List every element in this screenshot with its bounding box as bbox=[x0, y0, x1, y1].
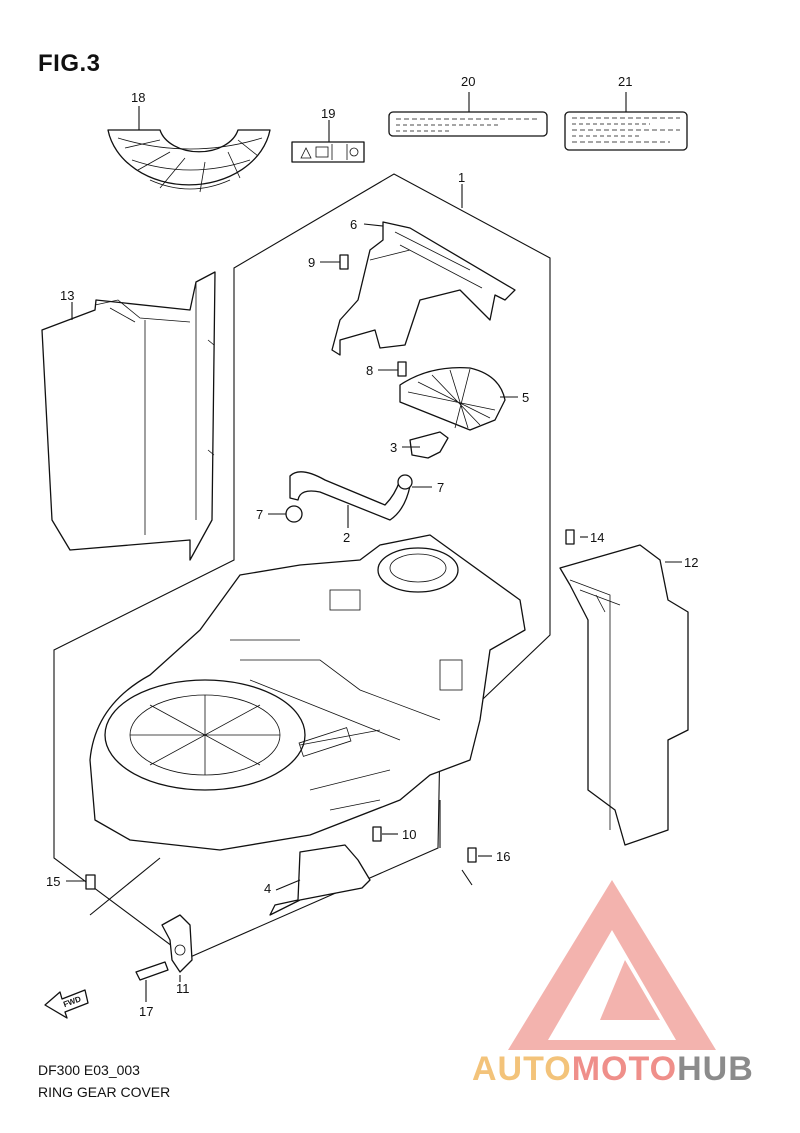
callout-20: 20 bbox=[461, 74, 475, 89]
part-20-label bbox=[388, 111, 548, 137]
callout-8: 8 bbox=[366, 363, 373, 378]
part-18-mat bbox=[107, 129, 271, 193]
callout-12: 12 bbox=[684, 555, 698, 570]
part-6-shroud bbox=[331, 221, 516, 356]
bolt-8 bbox=[397, 361, 407, 377]
callout-3: 3 bbox=[390, 440, 397, 455]
section-name: RING GEAR COVER bbox=[38, 1084, 171, 1100]
bolt-9 bbox=[339, 254, 349, 270]
callout-17: 17 bbox=[139, 1004, 153, 1019]
callout-7a: 7 bbox=[256, 507, 263, 522]
callout-18: 18 bbox=[131, 90, 145, 105]
part-2-hose bbox=[289, 471, 411, 521]
part-19-caution-label bbox=[291, 141, 365, 163]
bolt-15 bbox=[85, 874, 96, 890]
part-21-label bbox=[564, 111, 688, 151]
part-12-panel bbox=[559, 544, 689, 846]
callout-9: 9 bbox=[308, 255, 315, 270]
bolt-16 bbox=[467, 847, 477, 863]
bolts bbox=[85, 254, 575, 981]
callout-4: 4 bbox=[264, 881, 271, 896]
part-7-clamps bbox=[285, 474, 413, 523]
callout-numbers: 18 19 20 21 1 6 9 8 5 3 7 7 2 13 14 12 1… bbox=[46, 74, 698, 1019]
callout-6: 6 bbox=[350, 217, 357, 232]
part-3-fitting bbox=[409, 431, 449, 459]
watermark-moto: MOTO bbox=[571, 1050, 678, 1088]
bolt-14 bbox=[565, 529, 575, 545]
part-4-bracket bbox=[269, 844, 371, 916]
assembly-outline bbox=[53, 173, 551, 959]
callout-10: 10 bbox=[402, 827, 416, 842]
callout-5: 5 bbox=[522, 390, 529, 405]
ring-gear-cover-body bbox=[89, 534, 526, 851]
callout-16: 16 bbox=[496, 849, 510, 864]
model-code: DF300 E03_003 bbox=[38, 1062, 140, 1078]
callout-14: 14 bbox=[590, 530, 604, 545]
part-13-panel bbox=[41, 271, 216, 561]
figure-title: FIG.3 bbox=[38, 50, 101, 77]
watermark-auto: AUTO bbox=[472, 1050, 572, 1088]
callout-21: 21 bbox=[618, 74, 632, 89]
callout-11: 11 bbox=[176, 981, 190, 996]
watermark-text: AUTOMOTOHUB bbox=[472, 1050, 754, 1089]
bolt-17 bbox=[135, 961, 169, 981]
part-11-clamp bbox=[161, 914, 193, 973]
leader-lines bbox=[66, 92, 682, 1002]
callout-19: 19 bbox=[321, 106, 335, 121]
callout-2: 2 bbox=[343, 530, 350, 545]
watermark-hub: HUB bbox=[677, 1050, 754, 1088]
callout-13: 13 bbox=[60, 288, 74, 303]
part-5-cover bbox=[399, 366, 506, 431]
watermark-logo bbox=[508, 880, 716, 1050]
fwd-arrow: FWD bbox=[44, 989, 89, 1019]
callout-1: 1 bbox=[458, 170, 465, 185]
callout-15: 15 bbox=[46, 874, 60, 889]
bolt-10 bbox=[372, 826, 382, 842]
callout-7b: 7 bbox=[437, 480, 444, 495]
